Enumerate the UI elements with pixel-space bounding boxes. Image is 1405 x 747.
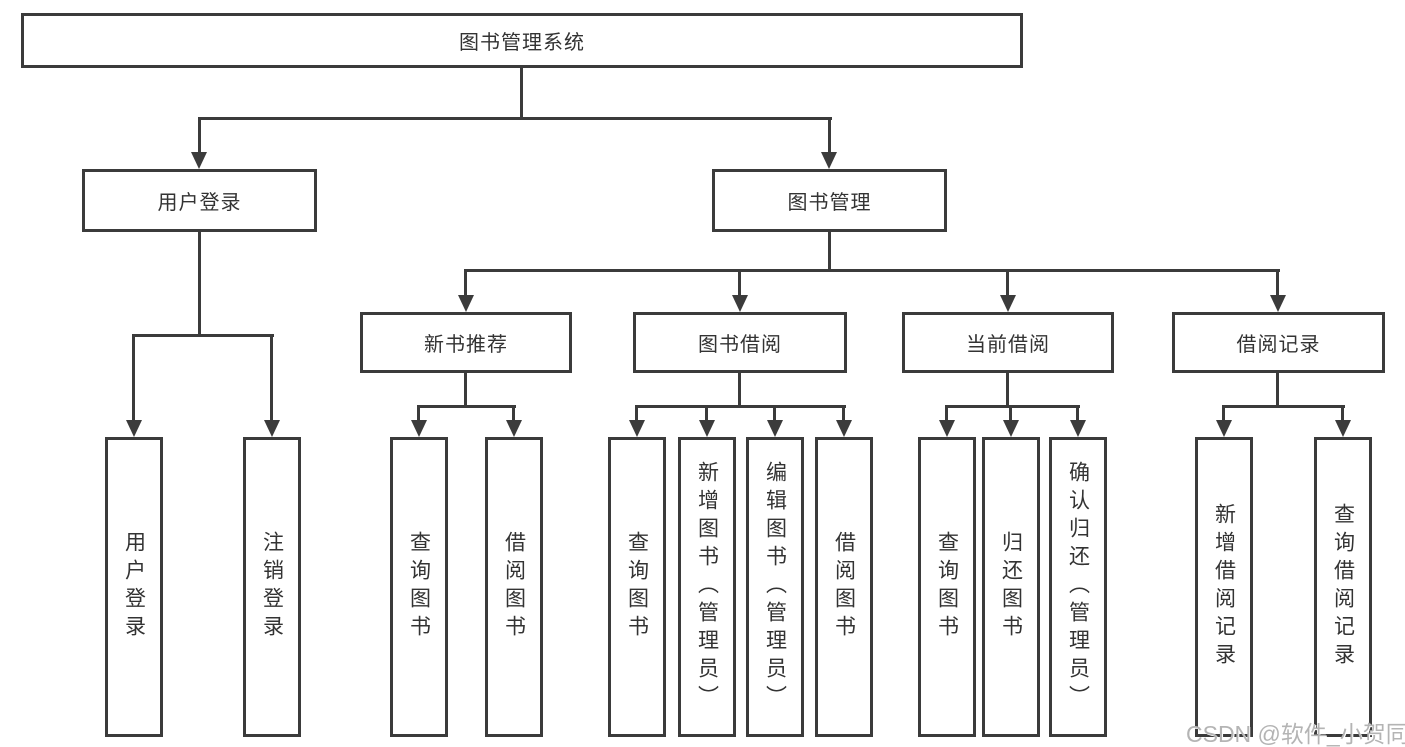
connector-leaf-stem (512, 405, 515, 422)
arrow-down-icon (506, 420, 522, 437)
node-current-borrow: 当前借阅 (902, 312, 1114, 373)
connector-current-borrow-bar (945, 405, 1080, 408)
node-new-book: 新书推荐 (360, 312, 572, 373)
arrow-down-icon (1216, 420, 1232, 437)
connector-leaf-stem (1222, 405, 1225, 422)
node-leaf-current-confirm: 确认归还（管理员） (1049, 437, 1107, 737)
node-borrow-records: 借阅记录 (1172, 312, 1385, 373)
connector-book-borrow-stem (738, 269, 741, 297)
connector-leaf-stem (270, 334, 273, 422)
arrow-down-icon (126, 420, 142, 437)
connector-new-book-stem (464, 269, 467, 297)
connector-book-borrow-down (738, 373, 741, 408)
connector-leaf-stem (132, 334, 135, 422)
leaf-label: 注销登录 (260, 531, 284, 643)
connector-leaf-stem (417, 405, 420, 422)
connector-book-mgmt-stem (828, 117, 831, 154)
connector-leaf-stem (635, 405, 638, 422)
arrow-down-icon (939, 420, 955, 437)
connector-root-stem (520, 68, 523, 118)
leaf-label: 查询图书 (625, 531, 649, 643)
connector-new-book-down (464, 373, 467, 408)
node-leaf-borrow-borrow: 借阅图书 (815, 437, 873, 737)
arrow-down-icon (411, 420, 427, 437)
connector-book-mgmt-down (828, 232, 831, 272)
leaf-label: 新增借阅记录 (1212, 503, 1236, 671)
arrow-down-icon (1000, 295, 1016, 312)
connector-borrow-records-stem (1276, 269, 1279, 297)
arrow-down-icon (699, 420, 715, 437)
connector-new-book-bar (417, 405, 516, 408)
node-leaf-records-add: 新增借阅记录 (1195, 437, 1253, 737)
leaf-label: 查询图书 (407, 531, 431, 643)
node-library-system-label: 图书管理系统 (459, 32, 585, 54)
node-leaf-logout: 注销登录 (243, 437, 301, 737)
arrow-down-icon (264, 420, 280, 437)
connector-user-login-stem (198, 117, 201, 154)
node-new-book-label: 新书推荐 (424, 334, 508, 356)
node-leaf-borrow-edit: 编辑图书（管理员） (746, 437, 804, 737)
leaf-label: 编辑图书（管理员） (763, 461, 787, 713)
arrow-down-icon (1270, 295, 1286, 312)
connector-book-borrow-bar (635, 405, 846, 408)
arrow-down-icon (732, 295, 748, 312)
connector-leaf-stem (1076, 405, 1079, 422)
arrow-down-icon (458, 295, 474, 312)
connector-current-borrow-stem (1006, 269, 1009, 297)
node-user-login: 用户登录 (82, 169, 317, 232)
connector-user-login-bar (132, 334, 274, 337)
leaf-label: 用户登录 (122, 531, 146, 643)
node-leaf-borrow-add: 新增图书（管理员） (678, 437, 736, 737)
arrow-down-icon (1070, 420, 1086, 437)
connector-borrow-records-bar (1222, 405, 1345, 408)
node-leaf-borrow-query: 查询图书 (608, 437, 666, 737)
arrow-down-icon (821, 152, 837, 169)
node-library-system: 图书管理系统 (21, 13, 1023, 68)
connector-leaf-stem (945, 405, 948, 422)
leaf-label: 查询图书 (935, 531, 959, 643)
connector-leaf-stem (842, 405, 845, 422)
node-current-borrow-label: 当前借阅 (966, 334, 1050, 356)
leaf-label: 查询借阅记录 (1331, 503, 1355, 671)
node-leaf-current-query: 查询图书 (918, 437, 976, 737)
connector-borrow-records-down (1276, 373, 1279, 408)
arrow-down-icon (767, 420, 783, 437)
node-book-mgmt: 图书管理 (712, 169, 947, 232)
leaf-label: 确认归还（管理员） (1066, 461, 1090, 713)
connector-user-login-down (198, 232, 201, 337)
arrow-down-icon (1003, 420, 1019, 437)
arrow-down-icon (629, 420, 645, 437)
node-leaf-records-query: 查询借阅记录 (1314, 437, 1372, 737)
node-book-mgmt-label: 图书管理 (787, 192, 872, 214)
connector-root-bar (198, 117, 832, 120)
connector-leaf-stem (705, 405, 708, 422)
node-leaf-user-login: 用户登录 (105, 437, 163, 737)
arrow-down-icon (836, 420, 852, 437)
leaf-label: 归还图书 (999, 531, 1023, 643)
node-user-login-label: 用户登录 (157, 192, 242, 214)
csdn-watermark: CSDN @软件_小贺同学 (1186, 721, 1405, 747)
connector-leaf-stem (773, 405, 776, 422)
node-borrow-records-label: 借阅记录 (1236, 334, 1321, 356)
node-book-borrow-label: 图书借阅 (698, 334, 782, 356)
leaf-label: 新增图书（管理员） (695, 461, 719, 713)
node-leaf-newbook-borrow: 借阅图书 (485, 437, 543, 737)
leaf-label: 借阅图书 (502, 531, 526, 643)
node-book-borrow: 图书借阅 (633, 312, 847, 373)
leaf-label: 借阅图书 (832, 531, 856, 643)
connector-leaf-stem (1009, 405, 1012, 422)
arrow-down-icon (191, 152, 207, 169)
node-leaf-newbook-query: 查询图书 (390, 437, 448, 737)
connector-current-borrow-down (1006, 373, 1009, 408)
connector-leaf-stem (1341, 405, 1344, 422)
arrow-down-icon (1335, 420, 1351, 437)
node-leaf-current-return: 归还图书 (982, 437, 1040, 737)
connector-book-mgmt-bar (464, 269, 1280, 272)
